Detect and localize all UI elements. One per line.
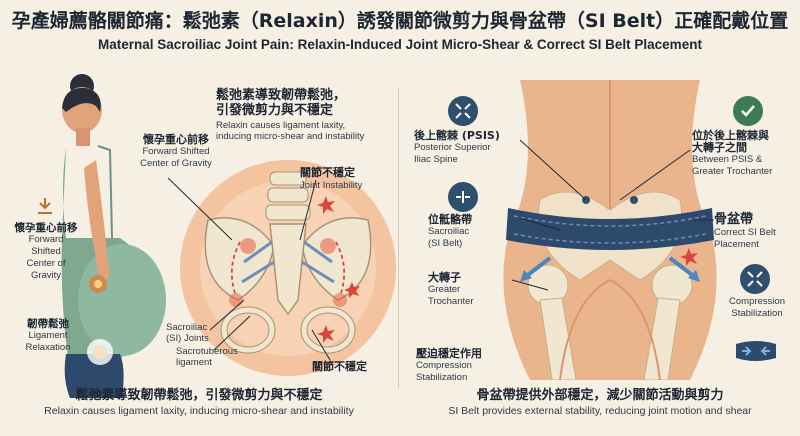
pregnant-woman-illustration: [61, 74, 166, 398]
pain-burst-icon: [317, 325, 335, 343]
compress-arrows-icon: [448, 96, 478, 126]
compress-stabilization-label: 壓迫穩定作用 Compression Stabilization: [416, 347, 482, 384]
pain-burst-icon: [317, 196, 335, 214]
joint-arrows-icon: [448, 182, 478, 212]
pain-burst-icon: [344, 282, 360, 298]
pain-burst-icon: [680, 248, 698, 266]
psis-label: 後上髂棘 (PSIS) Posterior Superior Iliac Spi…: [414, 129, 500, 166]
sacrotuberous-label: Sacrotuberous ligament: [176, 346, 238, 368]
left-caption-en: Relaxin causes ligament laxity, inducing…: [44, 405, 354, 417]
cog-side-label: 懷孕重心前移 Forward Shifted Center of Gravity: [14, 222, 78, 281]
center-of-gravity-icon: [38, 198, 52, 214]
joint-instability-label: 關節不穩定 Joint Instability: [300, 166, 363, 191]
belt-position-label: 位於後上髂棘與 大轉子之間 Between PSIS & Greater Tro…: [692, 129, 773, 178]
joint-instability-bottom-label: 關節不穩定: [312, 360, 367, 373]
greater-trochanter-label: 大轉子 Greater Trochanter: [428, 271, 474, 308]
belt-placement-illustration: [503, 80, 717, 380]
compression-stabilization-label: Compression Stabilization: [729, 296, 785, 319]
page-title: 孕產婦薦骼關節痛：鬆弛素（Relaxin）誘發關節微剪力與骨盆帶（SI Belt…: [11, 10, 789, 32]
relaxin-note: 鬆弛素導致韌帶鬆弛， 引發微剪力與不穩定 Relaxin causes liga…: [216, 88, 365, 142]
panel-divider: [398, 88, 399, 388]
right-caption-zh: 骨盆帶提供外部穩定，減少關節活動與剪力: [476, 388, 724, 403]
si-joints-label: Sacroiliac (SI) Joints: [166, 322, 209, 344]
left-caption-zh: 鬆弛素導致韌帶鬆弛，引發微剪力與不穩定: [75, 388, 323, 403]
compress-arrows-icon: [740, 264, 770, 294]
cog-upper-label: 懷孕重心前移 Forward Shifted Center of Gravity: [140, 133, 212, 170]
checkmark-icon: [733, 96, 763, 126]
pelvic-belt-label: 骨盆帶 Correct SI Belt Placement: [714, 212, 776, 250]
pelvis-diagram: [180, 160, 396, 376]
belt-wrap-icon: [736, 341, 776, 361]
ligament-relaxation-label: 韌帶鬆弛 Ligament Relaxation: [25, 318, 71, 353]
right-caption-en: SI Belt provides external stability, red…: [448, 405, 752, 417]
si-belt-label: 位骶骼帶 Sacroiliac (SI Belt): [428, 213, 472, 250]
page-subtitle: Maternal Sacroiliac Joint Pain: Relaxin-…: [98, 37, 702, 52]
